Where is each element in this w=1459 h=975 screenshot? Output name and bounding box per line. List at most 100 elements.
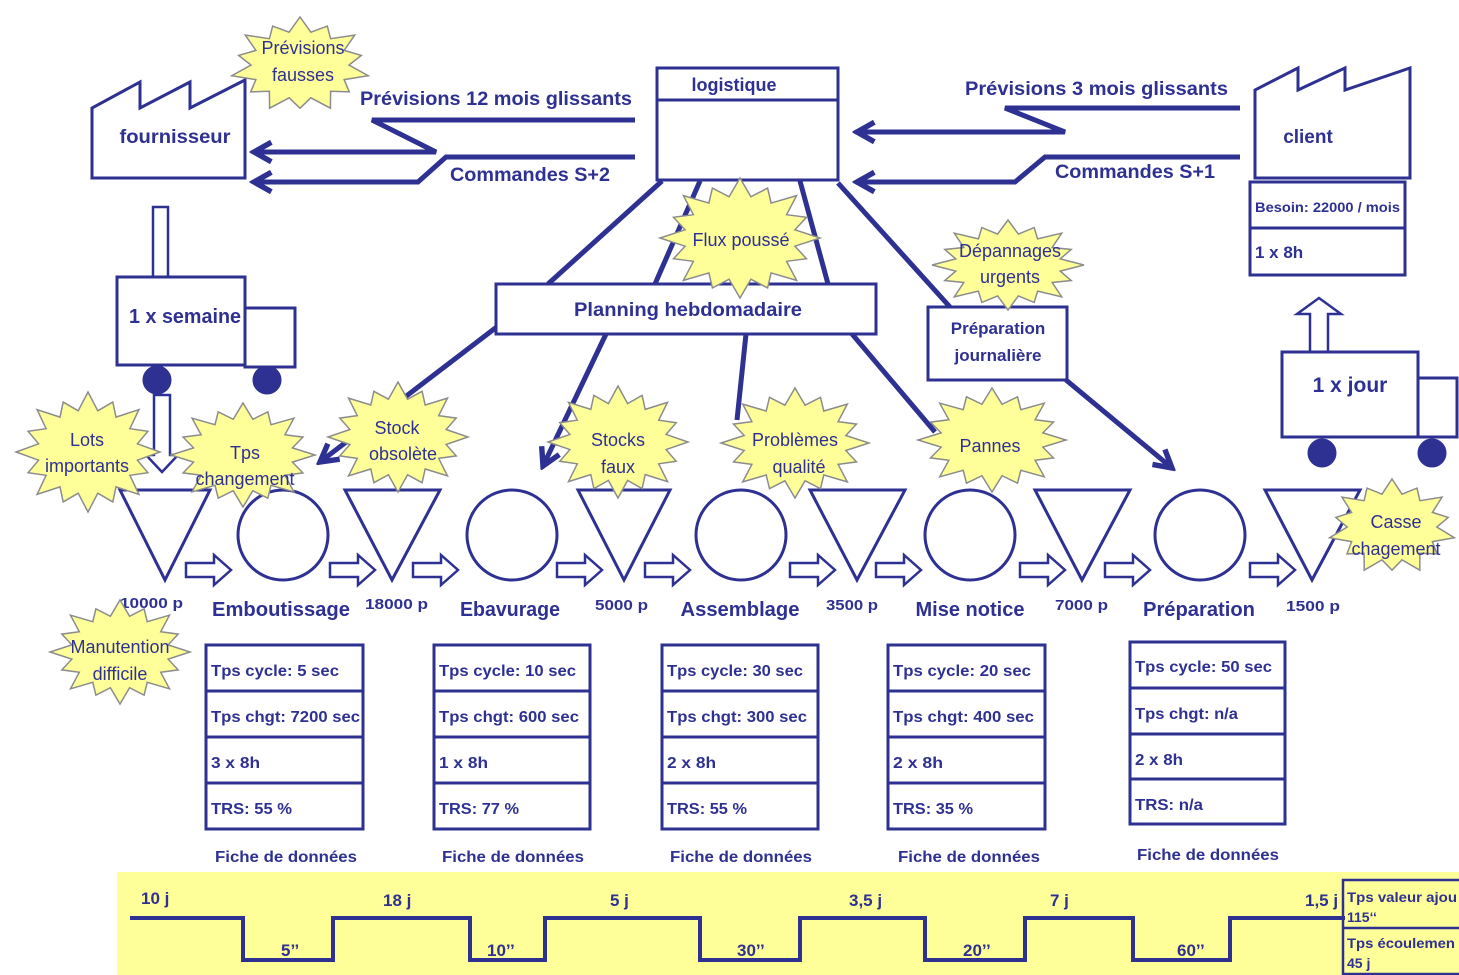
problem-burst-icon [47,598,193,706]
oee: TRS: n/a [1135,797,1203,814]
value-added-time-value: 115‘‘ [1347,909,1377,925]
truck-wheel-icon [142,365,172,395]
problem-wrong-stock-line-2: faux [601,457,635,477]
oee: TRS: 55 % [667,801,747,818]
customer: client Besoin: 22000 / mois 1 x 8h [1248,65,1412,354]
problem-burst-icon [13,390,163,514]
timeline-step-line [130,916,1345,962]
push-arrow-icon [874,552,923,588]
timeline-wait-3: 5 j [610,891,629,910]
timeline-wait-2: 18 j [383,891,411,910]
daily-preparation-label-line-2: journalière [954,346,1042,365]
process-name-assemblage: Assemblage [681,599,800,621]
truck-cab-icon [1416,376,1459,439]
cycle-time: Tps cycle: 10 sec [439,663,576,680]
customer-shipment-up-arrow-icon [1293,296,1345,354]
inventory-triangles [117,488,1363,584]
inventory-quantity: 18000 p [365,596,428,613]
logistics-to-planning-line-1 [546,179,664,286]
push-arrow-icon [328,552,377,588]
problem-urgent-fixes-line-1: Dépannages [959,241,1061,261]
cycle-time: Tps cycle: 30 sec [667,663,803,680]
truck-cab-icon [243,306,297,369]
data-sheet-label: Fiche de données [1137,847,1279,864]
truck-wheel-icon [252,365,282,395]
cycle-time: Tps cycle: 20 sec [893,663,1031,680]
shifts: 3 x 8h [211,755,260,772]
process-circle [923,488,1017,582]
push-arrow-icon [411,552,460,588]
problem-quality-line-1: Problèmes [752,430,838,450]
data-sheet-label: Fiche de données [215,849,357,866]
push-arrow-icon [788,552,837,588]
daily-prep-to-preparation-arrow [1064,378,1172,468]
problem-wrong-forecasts-line-2: fausses [272,65,334,85]
push-arrow-icon [555,552,604,588]
data-sheet-label: Fiche de données [898,849,1040,866]
daily-preparation-label-line-1: Préparation [951,319,1045,338]
customer-need: Besoin: 22000 / mois [1255,199,1400,215]
push-arrow-icon [1018,552,1067,588]
lead-time-label: Tps écoulemen [1347,935,1455,951]
truck-body-icon [115,275,247,367]
problem-burst-icon [718,386,872,500]
truck-wheel-icon [1417,438,1447,468]
process-name-ebavurage: Ebavurage [460,599,560,621]
data-sheet-label: Fiche de données [442,849,584,866]
weekly-planning-box: Planning hebdomadaire [494,282,878,336]
customer-data-box: Besoin: 22000 / mois 1 x 8h [1248,180,1407,277]
inventory-triangle-icon [807,488,908,584]
changeover-time: Tps chgt: n/a [1135,706,1238,723]
outbound-frequency-label: 1 x jour [1313,374,1388,397]
inventory-triangle-icon [575,488,673,584]
cycle-time: Tps cycle: 5 sec [211,663,339,680]
customer-shifts: 1 x 8h [1255,243,1303,262]
customer-orders-label: Commandes S+1 [1055,162,1215,183]
process-circles [236,488,1247,582]
changeover-time: Tps chgt: 400 sec [893,709,1034,726]
supplier-label: fournisseur [120,127,232,148]
timeline-value-4: 20’’ [963,941,991,960]
inventory-triangle-icon [117,488,213,584]
logistics-box: logistique [655,66,840,182]
data-box-assemblage: Tps cycle: 30 sec Tps chgt: 300 sec 2 x … [660,643,820,831]
problem-burst-icon [915,386,1069,494]
inventory-triangle-icon [1032,488,1133,584]
problem-wrong-forecasts-line-1: Prévisions [261,38,344,58]
inbound-truck: 1 x semaine [115,275,297,474]
process-circle [1153,488,1247,582]
data-sheet-label: Fiche de données [670,849,812,866]
problem-urgent-fixes-line-2: urgents [980,267,1040,287]
cycle-time: Tps cycle: 50 sec [1135,659,1272,676]
timeline-wait-6: 1,5 j [1305,891,1338,910]
problem-breakage-line-1: Casse [1370,512,1421,532]
supplier: fournisseur [90,77,247,279]
problem-wrong-stock-line-1: Stocks [591,430,645,450]
changeover-time: Tps chgt: 600 sec [439,709,579,726]
problem-push-flow: Flux poussé [692,230,789,250]
customer-factory-icon [1253,65,1412,180]
inventory-quantity: 3500 p [826,597,878,614]
shifts: 1 x 8h [439,755,488,772]
problem-handling-line-2: difficile [93,664,148,684]
weekly-planning-label: Planning hebdomadaire [574,300,802,321]
problem-burst-icon [168,401,318,509]
problem-burst-icon [657,176,823,300]
logistics-to-daily-prep-line [836,181,952,309]
truck-wheel-icon [1307,438,1337,468]
timeline-wait-1: 10 j [141,889,169,908]
process-circle [694,488,788,582]
timeline-value-5: 60’’ [1177,941,1205,960]
problem-obsolete-stock-line-1: Stock [374,418,420,438]
push-arrow-icon [1103,552,1152,588]
oee: TRS: 55 % [211,801,292,818]
problem-burst-icon [325,380,471,494]
problem-breakage-line-2: chagement [1351,539,1440,559]
supplier-forecast-label: Prévisions 12 mois glissants [360,89,632,110]
inventory-quantity: 10000 p [120,595,183,612]
push-arrow-icon [1248,552,1297,588]
timeline-value-2: 10’’ [487,941,515,960]
value-added-time-label: Tps valeur ajou [1347,889,1457,905]
logistics-label: logistique [692,75,777,95]
